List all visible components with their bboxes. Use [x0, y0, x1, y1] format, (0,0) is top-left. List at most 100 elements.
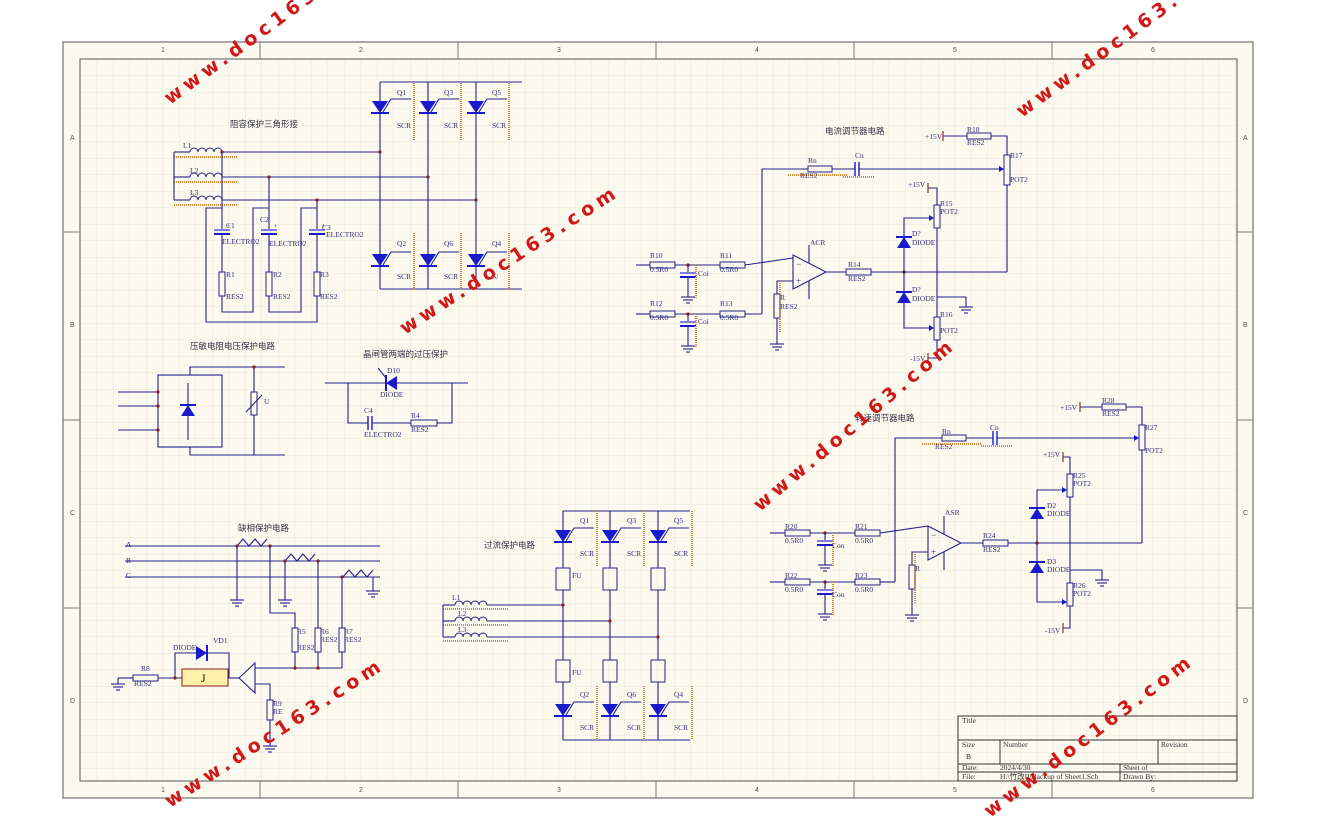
component-label: Con [832, 541, 845, 550]
component-label: B [126, 556, 131, 565]
junction-dot [378, 150, 382, 154]
transformer-winding [236, 538, 268, 547]
component-label: Cn [855, 151, 864, 160]
column-marker: 4 [755, 787, 759, 794]
component-labels: 阻容保护三角形接Q1SCRQ3SCRQ5SCRQ2SCRQ6SCRQ4S/L1L… [126, 88, 1163, 732]
thyristor-symbol [468, 101, 484, 113]
file-value: H:\竹改II\Backup of Sheet1.Sch [1000, 771, 1098, 781]
capacitor-plate [817, 593, 833, 595]
component-label: SCR [627, 723, 641, 732]
diode-icon [181, 405, 195, 416]
thyristor-gate [430, 251, 459, 266]
date-value: 2024/4/30 [1000, 763, 1031, 772]
potentiometer-wiper [1134, 435, 1139, 441]
size-value: B [966, 752, 971, 761]
circuit-title-overcurrent: 过流保护电路 [484, 540, 536, 551]
diode-icon [1030, 508, 1044, 519]
wire [894, 437, 942, 582]
component-label: SCR [674, 723, 688, 732]
row-marker: D [1243, 698, 1248, 705]
component-label: R5 [297, 627, 306, 636]
component-label: RES2 [967, 138, 985, 147]
wire [255, 683, 271, 700]
component-label: RES2 [297, 643, 315, 652]
junction-dot [156, 390, 160, 394]
component-label: RES2 [134, 679, 152, 688]
component-label: RES2 [800, 171, 818, 180]
wire [1036, 489, 1062, 603]
potentiometer-wiper [999, 166, 1004, 172]
title-block: Title Size B Number Revision Date: 2024/… [957, 715, 1238, 782]
inductor-coil [454, 616, 488, 622]
component-label: R3 [320, 270, 329, 279]
component-label: D? [912, 285, 921, 294]
component-label: ELECTRO2 [326, 230, 364, 239]
component-label: +15V [1043, 450, 1061, 459]
component-label: Q2 [580, 690, 589, 699]
component-label: SCR [397, 121, 411, 130]
component-label: VD1 [213, 636, 228, 645]
inductor-coil [189, 195, 223, 201]
component-label: R8 [141, 664, 150, 673]
column-marker: 1 [161, 787, 165, 794]
component-label: R28 [1102, 396, 1115, 405]
component-label: +15V [925, 132, 943, 141]
inductor-coil [454, 632, 488, 638]
column-marker: 6 [1151, 47, 1155, 54]
component-label: 0.5R0 [720, 265, 738, 274]
column-marker: 5 [953, 787, 957, 794]
transformer-winding [342, 569, 374, 578]
thyristor-gate [612, 527, 641, 542]
wire [776, 280, 793, 294]
comparator [238, 661, 256, 695]
number-label: Number [1003, 740, 1028, 749]
op-amp [927, 525, 963, 561]
thyristor-gate [565, 527, 594, 542]
junction-dot [293, 666, 297, 670]
component-label: R12 [650, 299, 663, 308]
component-label: C3 [322, 223, 331, 232]
component-label: +15V [908, 180, 926, 189]
junction-dot [252, 365, 256, 369]
component-label: L3 [458, 625, 467, 634]
component-label: R6 [320, 627, 329, 636]
component-label: D2 [1047, 501, 1056, 510]
component-label: SCR [674, 549, 688, 558]
component-label: 0.5R0 [855, 585, 873, 594]
component-label: R16 [940, 310, 953, 319]
junction-dot [156, 428, 160, 432]
row-marker: D [70, 698, 75, 705]
thyristor-symbol [602, 530, 618, 542]
component-label: SCR [580, 723, 594, 732]
thyristor-gate [612, 701, 641, 716]
component-label: 0.5R0 [855, 536, 873, 545]
component-label: Q4 [674, 690, 683, 699]
revision-label: Revision [1161, 740, 1188, 749]
plus-sign: + [796, 276, 801, 286]
row-marker: A [1243, 135, 1248, 142]
wire [269, 546, 296, 628]
column-marker: 3 [557, 47, 561, 54]
junction-dot [561, 603, 565, 607]
wire [928, 340, 938, 359]
column-marker: 6 [1151, 787, 1155, 794]
inductor-coil [189, 147, 223, 153]
circuit-drawing: +++−+−+ [111, 81, 1146, 753]
title-block-frame [957, 715, 1238, 782]
component-label: POT2 [1010, 175, 1028, 184]
component-label: ACR [810, 238, 825, 247]
date-label: Date: [962, 763, 978, 772]
component-label: DIODE [173, 643, 197, 652]
diode-icon [897, 292, 911, 303]
capacitor-plate [680, 276, 696, 278]
row-marker: B [1243, 322, 1248, 329]
component-label: RES2 [1102, 409, 1120, 418]
component-label: RES2 [780, 302, 798, 311]
minus-sign: − [796, 259, 801, 269]
component-label: Cn [990, 423, 999, 432]
circuit-title-rc-delta: 阻容保护三角形接 [230, 119, 299, 130]
capacitor-plate [214, 233, 230, 235]
wire [1126, 406, 1143, 425]
component-label: Q3 [444, 88, 453, 97]
component-label: DIODE [912, 238, 936, 247]
